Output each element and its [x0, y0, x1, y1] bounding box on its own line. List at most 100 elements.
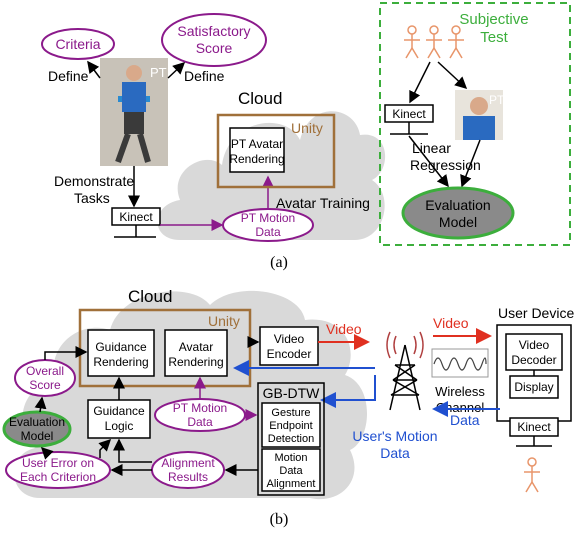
pt-photo-label: PT: [150, 65, 167, 80]
guidance-rendering-line1: Guidance: [95, 340, 147, 354]
caption-a: (a): [270, 254, 288, 271]
wireless-channel-line1: Wireless: [435, 384, 485, 399]
gesture-line2: Endpoint: [269, 420, 312, 432]
unity-a-box: [216, 113, 336, 189]
guidance-logic-line2: Logic: [105, 419, 134, 433]
video-decoder-line1: Video: [519, 338, 550, 352]
alignment-to-logic-arrow: [113, 438, 152, 463]
wireless-signal-wave: [433, 357, 487, 371]
guidance-rendering-line2: Rendering: [93, 355, 148, 369]
error-to-logic-arrow: [98, 438, 112, 458]
gb-dtw-box: [257, 382, 325, 496]
panel-a: Cloud Criteria Satisfactory Score PT Def…: [41, 2, 571, 271]
avatar-rendering-box: [164, 329, 228, 377]
evaluation-model-a-ellipse: [401, 186, 515, 240]
define-right-label: Define: [184, 68, 225, 84]
subjective-test-line1: Subjective: [459, 11, 528, 28]
users-motion-line2: Data: [380, 445, 410, 461]
subjects-stick-figures: [404, 25, 464, 59]
subjective-test-line2: Test: [480, 29, 508, 46]
gesture-endpoint-box: [261, 402, 321, 448]
gesture-line3: Detection: [268, 433, 314, 445]
display-label: Display: [514, 380, 553, 394]
user-stick-figure: [524, 457, 540, 493]
subjects-to-pt-arrow: [437, 61, 468, 90]
kinect-b-label: Kinect: [517, 420, 551, 434]
overall-score-line2: Score: [29, 378, 61, 392]
motion-alignment-line1: Motion: [274, 452, 307, 464]
define-right-arrow: [167, 61, 186, 79]
pt-avatar-rendering-line2: Rendering: [229, 152, 284, 166]
user-error-ellipse: [5, 451, 111, 489]
user-device-label: User Device: [498, 305, 574, 321]
pt-small-label: PT: [489, 93, 505, 107]
pt-motion-data-a-line2: Data: [255, 225, 281, 239]
avatar-rendering-line1: Avatar: [179, 340, 213, 354]
motion-data-alignment-box: [261, 448, 321, 492]
video-encoder-box: [259, 326, 319, 366]
subjects-to-kinect-arrow: [409, 61, 431, 104]
kinect-a-label: Kinect: [119, 210, 153, 224]
criteria-ellipse: [41, 28, 115, 60]
gesture-line1: Gesture: [271, 407, 310, 419]
cloud-a-label: Cloud: [238, 89, 282, 108]
kinect-subjective-label: Kinect: [392, 107, 426, 121]
eval-to-score-arrow: [34, 396, 47, 413]
panel-b: Cloud Unity Guidance Rendering Avatar Re…: [2, 287, 574, 528]
satisfactory-score-line2: Score: [196, 40, 233, 56]
video-decoder-line2: Decoder: [511, 353, 556, 367]
avatar-rendering-line2: Rendering: [168, 355, 223, 369]
unity-a-label: Unity: [291, 120, 323, 136]
video-left-label: Video: [326, 321, 362, 337]
error-to-eval-arrow: [40, 446, 54, 460]
evaluation-model-b-ellipse: [2, 410, 72, 448]
demonstrate-label: Demonstrate: [54, 173, 134, 189]
data-label: Data: [450, 412, 480, 428]
kinect-to-eval-arrow: [408, 135, 449, 188]
alignment-results-line2: Results: [168, 470, 208, 484]
pt-motion-data-a-line1: PT Motion: [241, 211, 295, 225]
evaluation-model-b-line1: Evaluation: [9, 415, 65, 429]
pt-avatar-rendering-box: [229, 127, 285, 173]
wireless-tower-icon: [386, 331, 424, 411]
video-encoder-line1: Video: [274, 332, 305, 346]
video-encoder-line2: Encoder: [267, 347, 312, 361]
guidance-logic-box: [87, 399, 151, 439]
evaluation-model-a-line2: Model: [439, 214, 477, 230]
wireless-channel-box: [431, 348, 489, 378]
criteria-label: Criteria: [55, 36, 100, 52]
pt-motion-data-b-line1: PT Motion: [173, 401, 227, 415]
evaluation-model-a-line1: Evaluation: [425, 197, 490, 213]
alignment-results-line1: Alignment: [161, 456, 215, 470]
users-motion-line1: User's Motion: [352, 428, 437, 444]
video-right-label: Video: [433, 315, 469, 331]
tasks-label: Tasks: [74, 190, 110, 206]
guidance-logic-line1: Guidance: [93, 404, 145, 418]
avatar-training-label: Avatar Training: [276, 195, 370, 211]
display-box: [509, 375, 559, 399]
video-decoder-box: [505, 333, 563, 371]
guidance-rendering-box: [87, 329, 155, 377]
motion-alignment-line2: Data: [279, 465, 303, 477]
satisfactory-score-line1: Satisfactory: [177, 23, 250, 39]
evaluation-model-b-line2: Model: [21, 429, 54, 443]
unity-b-label: Unity: [208, 313, 240, 329]
score-to-rendering-arrow: [44, 346, 88, 360]
pt-photo: [100, 58, 168, 166]
pt-small-photo: [455, 90, 503, 140]
define-left-label: Define: [48, 68, 89, 84]
gb-dtw-label: GB-DTW: [263, 385, 321, 401]
user-error-line1: User Error on: [22, 456, 94, 470]
define-left-arrow: [87, 60, 101, 79]
cloud-b-label: Cloud: [128, 287, 172, 306]
motion-alignment-line3: Alignment: [267, 478, 316, 490]
pt-avatar-rendering-line1: PT Avatar: [231, 137, 283, 151]
tower-to-gbdtw-blue-arrow: [320, 375, 376, 408]
user-error-line2: Each Criterion: [20, 470, 96, 484]
satisfactory-score-ellipse: [161, 13, 267, 67]
overall-score-line1: Overall: [26, 364, 64, 378]
pt-motion-data-b-line2: Data: [187, 415, 213, 429]
caption-b: (b): [270, 511, 289, 528]
pt-to-eval-arrow: [460, 139, 481, 188]
